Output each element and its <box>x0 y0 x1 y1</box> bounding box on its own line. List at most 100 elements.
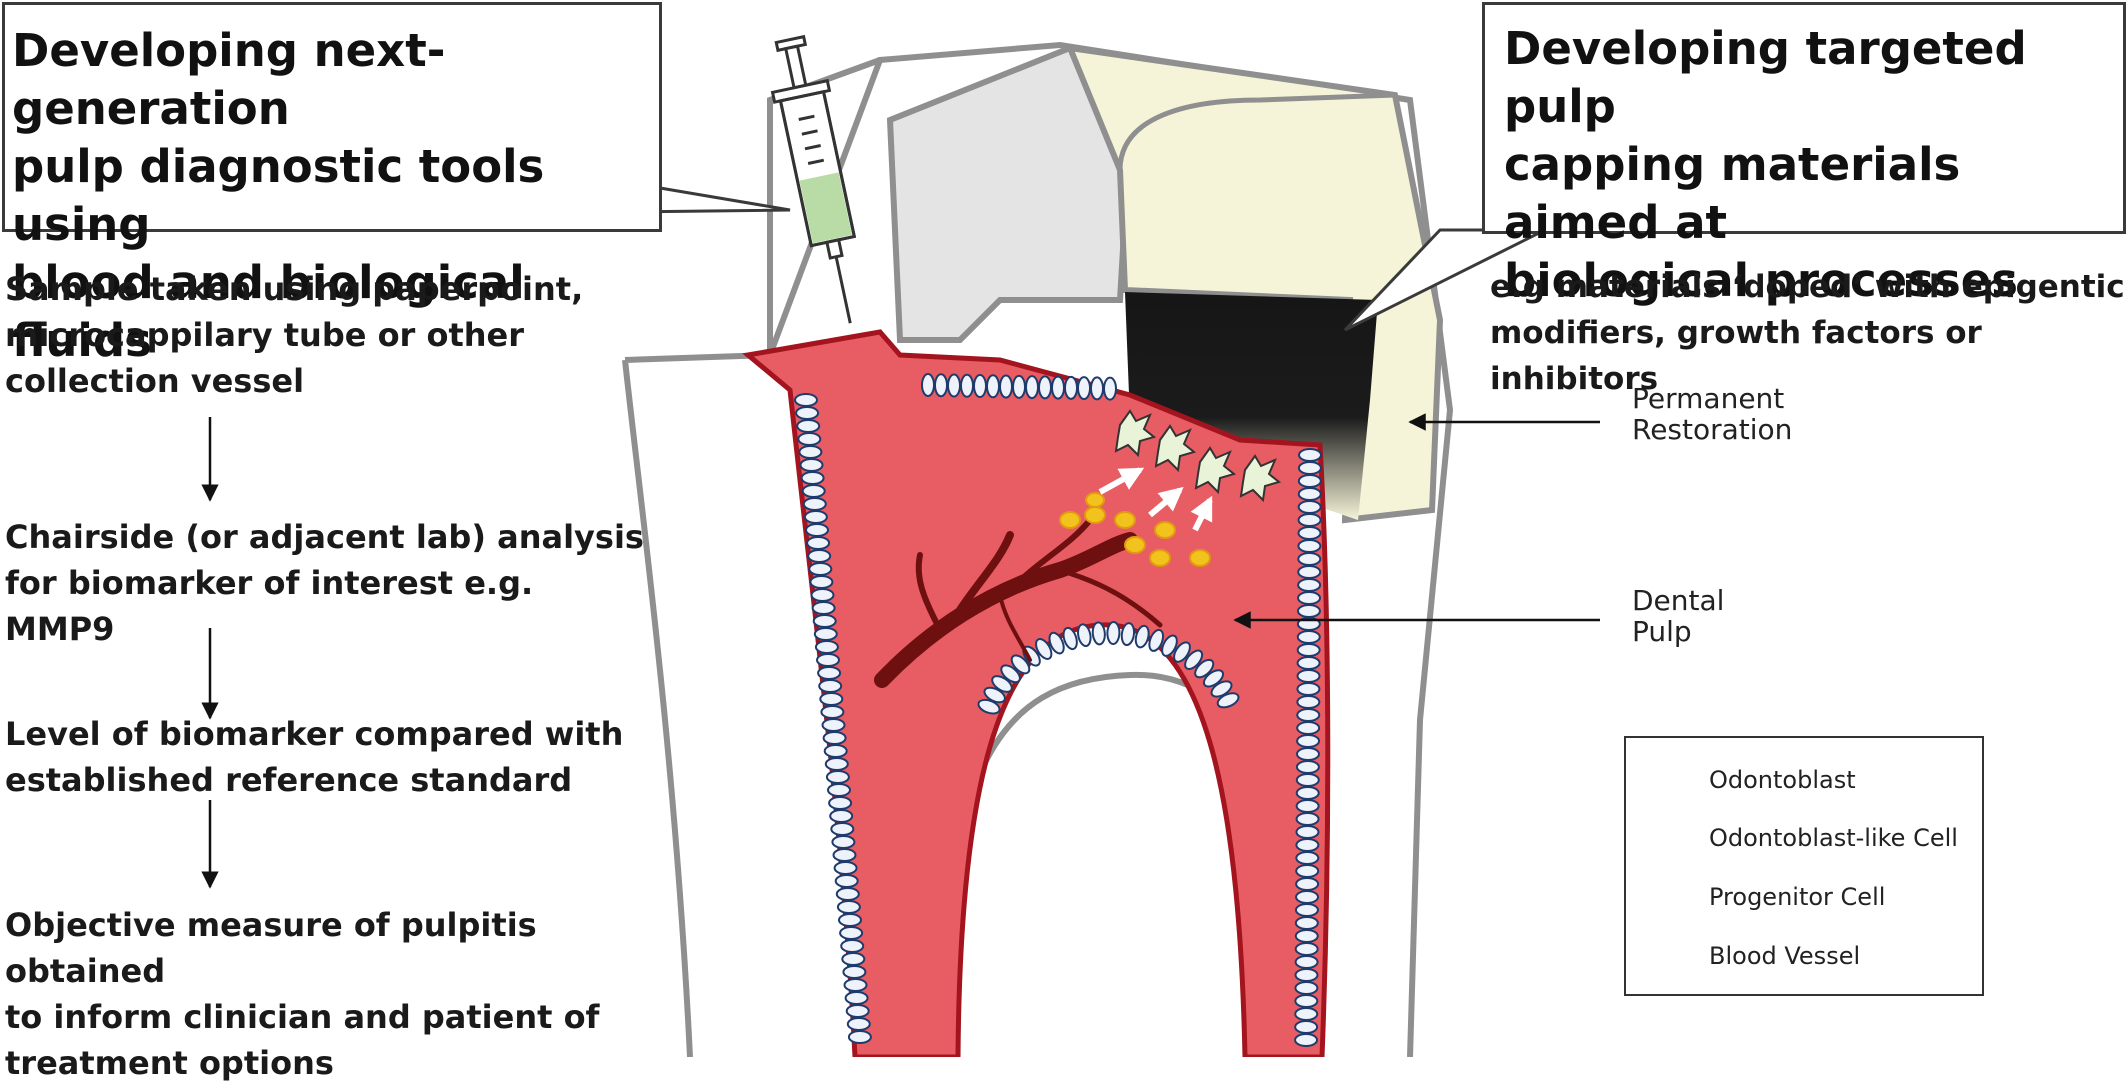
odontoblast-cell <box>820 705 845 719</box>
odontoblast-cell <box>1296 695 1321 709</box>
workflow-step-4: Objective measure of pulpitis obtained t… <box>5 906 600 1082</box>
odontoblast-cell <box>1297 565 1322 579</box>
odontoblast-cell <box>1296 721 1321 735</box>
odontoblast-cell <box>1148 628 1165 652</box>
odontoblast-cell <box>841 952 866 966</box>
odontoblast-cell <box>834 874 859 888</box>
differentiation-arrows <box>1098 467 1213 532</box>
odontoblast-cell <box>1297 461 1322 475</box>
odontoblast-cell <box>808 562 833 576</box>
odontoblast-cell <box>983 686 1006 704</box>
odontoblast-cell <box>807 549 832 563</box>
odontoblast-cell <box>1295 786 1320 800</box>
legend-label: Odontoblast-like Cell <box>1709 824 1958 852</box>
odontoblast-cell <box>816 653 840 667</box>
legend: Odontoblast Odontoblast-like Cell Progen… <box>1624 736 1984 996</box>
odontoblast-cell <box>794 393 818 407</box>
odontoblast-cell <box>818 679 843 693</box>
odontoblast-cell <box>796 419 821 433</box>
odontoblast-cell <box>1295 773 1320 787</box>
odontoblast-like-cells <box>1114 409 1282 503</box>
odontoblast-cell <box>823 744 848 758</box>
odontoblast-cell <box>828 796 853 810</box>
odontoblast-cell <box>797 432 822 446</box>
odontoblast-cell <box>1202 669 1225 688</box>
odontoblast-cell <box>1062 626 1078 651</box>
legend-item: Odontoblast-like Cell <box>1626 818 1982 858</box>
odontoblast-cell <box>847 1030 872 1044</box>
workflow-step-3: Level of biomarker compared with establi… <box>5 715 624 799</box>
odontoblast-cell <box>1077 623 1092 648</box>
odontoblast-cell <box>1038 375 1052 400</box>
odontoblast-cell <box>799 458 824 472</box>
odontoblast-cell <box>1210 680 1233 698</box>
odontoblast-cell <box>1295 890 1320 904</box>
odontoblast-cell <box>1296 682 1321 696</box>
odontoblast-layer <box>794 373 1322 1047</box>
pulp-label: Dental Pulp <box>1632 584 1725 648</box>
odontoblast-cell <box>795 406 820 420</box>
odontoblast-cell <box>934 373 948 398</box>
odontoblast-cell <box>1294 1020 1319 1034</box>
syringe-icon <box>770 34 857 324</box>
odontoblast-cell <box>1296 630 1321 644</box>
odontoblast-cell <box>1295 747 1320 761</box>
odontoblast-cell <box>1297 474 1322 488</box>
odontoblast-cell <box>1216 692 1240 709</box>
diagnostic-callout <box>2 2 662 232</box>
odontoblast-cell <box>1297 487 1322 501</box>
odontoblast-cell <box>1012 374 1026 399</box>
odontoblast-cell <box>1297 591 1322 605</box>
odontoblast-cell <box>812 614 837 628</box>
legend-item: Progenitor Cell <box>1626 877 1982 917</box>
odontoblast-cell <box>811 601 836 615</box>
odontoblast-cell <box>844 991 869 1005</box>
odontoblast-cell <box>1297 539 1322 553</box>
legend-label: Blood Vessel <box>1709 942 1861 970</box>
odontoblast-cell <box>1173 641 1191 663</box>
odontoblast-cell <box>1296 656 1321 670</box>
odontoblast-cell <box>1295 851 1320 865</box>
permanent-restoration <box>1065 44 1444 524</box>
odontoblast-cell <box>1296 734 1321 748</box>
odontoblast-cell <box>986 374 1000 399</box>
odontoblast-cell <box>824 757 849 771</box>
odontoblast-cell <box>1295 812 1320 826</box>
odontoblast-cell <box>1194 658 1215 679</box>
legend-item: Odontoblast <box>1626 760 1982 800</box>
odontoblast-cell <box>830 822 855 836</box>
odontoblast-cell <box>1161 634 1178 657</box>
odontoblast-cell <box>810 588 835 602</box>
odontoblast-cell <box>836 900 861 914</box>
restoration-label: Permanent Restoration <box>1632 382 1793 446</box>
odontoblast-cell <box>1298 448 1322 462</box>
odontoblast-cell <box>1294 1007 1319 1021</box>
odontoblast-cell <box>1297 552 1322 566</box>
workflow-step-1: Sample taken using paperpoint, microcapp… <box>5 270 584 400</box>
odontoblast-cell <box>843 978 868 992</box>
odontoblast-cell <box>798 445 823 459</box>
odontoblast-cell <box>1106 621 1121 645</box>
odontoblast-cell <box>800 471 825 485</box>
odontoblast-cell <box>803 510 828 524</box>
odontoblast-cell <box>831 835 856 849</box>
odontoblast-cell <box>832 848 857 862</box>
odontoblast-cell <box>802 497 827 511</box>
odontoblast-cell <box>1091 621 1106 646</box>
odontoblast-cell <box>1035 638 1053 660</box>
odontoblast-cell <box>846 1017 871 1031</box>
odontoblast-cell <box>1295 760 1320 774</box>
capping-callout <box>1482 2 2126 234</box>
legend-label: Odontoblast <box>1709 766 1856 794</box>
odontoblast-cell <box>947 373 961 398</box>
odontoblast-cell <box>1134 624 1150 649</box>
blood-vessel <box>874 517 1163 688</box>
odontoblast-cell <box>1295 838 1320 852</box>
odontoblast-cell <box>1294 903 1319 917</box>
odontoblast-cell <box>1184 649 1204 671</box>
diagnostic-callout-text: Developing next-generation pulp diagnost… <box>12 24 545 367</box>
odontoblast-cell <box>1296 669 1321 683</box>
odontoblast-cell <box>822 731 847 745</box>
odontoblast-cell <box>1296 604 1321 618</box>
odontoblast-cell <box>1294 955 1319 969</box>
